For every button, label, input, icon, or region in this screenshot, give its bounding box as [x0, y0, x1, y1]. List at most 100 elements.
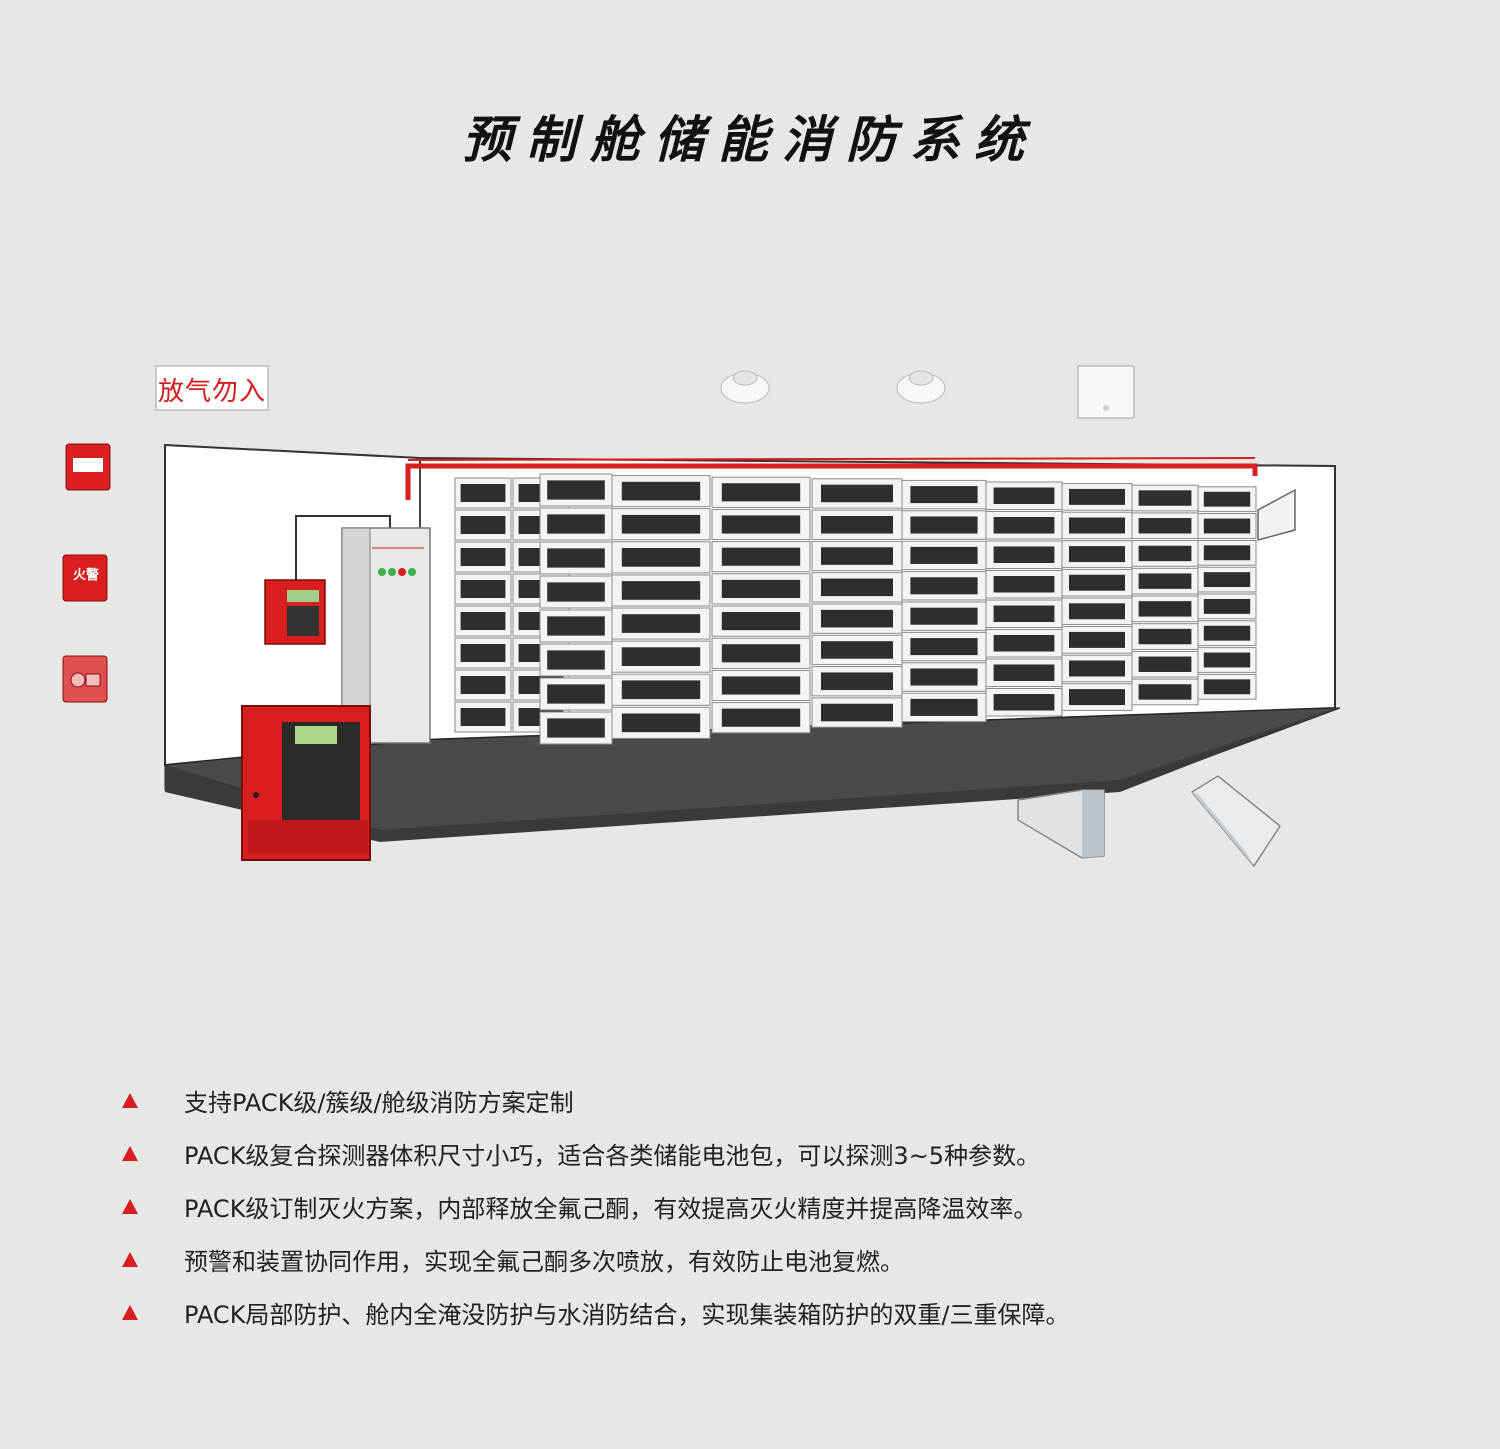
battery-module-face [821, 609, 893, 628]
list-item: PACK局部防护、舱内全淹没防护与水消防结合，实现集装箱防护的双重/三重保障。 [118, 1286, 1418, 1339]
battery-module-face [1069, 689, 1125, 706]
list-item: 预警和装置协同作用，实现全氟己酮多次喷放，有效防止电池复燃。 [118, 1233, 1418, 1286]
battery-module-face [621, 481, 701, 501]
battery-module-face [460, 708, 506, 726]
warning-triangle-icon [122, 1199, 138, 1214]
feature-text: PACK局部防护、舱内全淹没防护与水消防结合，实现集装箱防护的双重/三重保障。 [184, 1301, 1070, 1329]
battery-module-face [1203, 491, 1251, 507]
battery-module-face [460, 548, 506, 566]
battery-module-face [621, 647, 701, 666]
battery-module-face [721, 483, 801, 502]
exhaust-fan-icon [1017, 789, 1105, 859]
battery-module-face [1138, 656, 1192, 672]
battery-module-face [547, 582, 605, 602]
battery-module-face [821, 484, 893, 503]
battery-module-face [547, 650, 605, 670]
battery-module-face [460, 484, 506, 502]
battery-module-face [1203, 652, 1251, 668]
wall-control-panel [264, 579, 326, 645]
battery-module-face [460, 612, 506, 630]
battery-module-face [993, 487, 1055, 504]
battery-module-face [1138, 628, 1192, 645]
battery-module-face [910, 607, 978, 625]
battery-module-face [993, 664, 1055, 681]
no-entry-sign [155, 365, 269, 411]
warning-triangle-icon [122, 1146, 138, 1161]
battery-module-face [1069, 488, 1125, 505]
battery-module-face [1138, 545, 1192, 562]
warning-triangle-icon [122, 1305, 138, 1320]
battery-module-face [621, 581, 701, 600]
no-entry-sign-text: 放气勿入 [157, 376, 266, 407]
battery-module-face [721, 708, 801, 727]
io-module-icon [1077, 365, 1135, 419]
battery-module-face [1203, 518, 1251, 534]
battery-module-face [460, 644, 506, 662]
battery-module-face [993, 546, 1055, 563]
battery-module-face [821, 578, 893, 597]
air-louver-icon [1190, 775, 1281, 868]
battery-module-face [621, 713, 701, 733]
battery-module-face [910, 577, 978, 595]
battery-module-face [910, 638, 978, 656]
battery-module-face [1069, 603, 1125, 620]
battery-module-face [993, 635, 1055, 652]
smoke-detector-icon [896, 370, 946, 404]
battery-module-face [993, 576, 1055, 593]
battery-module-face [1203, 625, 1251, 641]
battery-module-face [547, 514, 605, 534]
battery-module-face [621, 614, 701, 633]
battery-module-face [1069, 517, 1125, 534]
container-floor-front [165, 708, 1335, 842]
battery-module-face [1203, 572, 1251, 588]
right-vent [1257, 488, 1296, 541]
battery-module-face [1069, 546, 1125, 563]
feature-text: PACK级复合探测器体积尺寸小巧，适合各类储能电池包，可以探测3~5种参数。 [184, 1142, 1041, 1170]
battery-module-face [721, 579, 801, 598]
battery-module-face [460, 580, 506, 598]
battery-module-face [1069, 660, 1125, 677]
system-diagram [62, 365, 1341, 868]
battery-module-face [721, 644, 801, 663]
battery-module-face [821, 672, 893, 691]
battery-module-face [821, 641, 893, 659]
fire-alarm-controller [241, 705, 371, 861]
feature-text: 预警和装置协同作用，实现全氟己酮多次喷放，有效防止电池复燃。 [184, 1248, 904, 1276]
battery-module-face [1203, 545, 1251, 561]
battery-module-face [910, 516, 978, 534]
battery-module-face [1069, 574, 1125, 591]
battery-module-face [547, 616, 605, 636]
battery-module-face [460, 676, 506, 694]
battery-module-face [1203, 679, 1251, 695]
battery-module-face [1203, 598, 1251, 614]
battery-module-face [1138, 601, 1192, 617]
battery-module-face [1138, 490, 1192, 506]
battery-module-face [547, 480, 605, 500]
battery-module-face [910, 546, 978, 564]
battery-module-face [1069, 631, 1125, 648]
release-button-icon [62, 655, 108, 703]
feature-text: PACK级订制灭火方案，内部释放全氟己酮，有效提高灭火精度并提高降温效率。 [184, 1195, 1038, 1223]
battery-module-face [621, 548, 701, 567]
feature-list: 支持PACK级/簇级/舱级消防方案定制 PACK级复合探测器体积尺寸小巧，适合各… [118, 1074, 1418, 1339]
smoke-detector-icon [720, 370, 770, 404]
battery-racks [454, 473, 1257, 745]
battery-module-face [1138, 573, 1192, 589]
battery-module-face [1138, 684, 1192, 700]
battery-module-face [721, 515, 801, 534]
warning-triangle-icon [122, 1093, 138, 1108]
battery-module-face [910, 698, 978, 716]
battery-module-face [721, 612, 801, 631]
battery-module-face [993, 517, 1055, 534]
page-title: 预制舱储能消防系统 [462, 110, 1038, 169]
battery-module-face [547, 718, 605, 738]
battery-module-face [547, 548, 605, 568]
battery-module-face [821, 547, 893, 565]
battery-module-face [621, 680, 701, 700]
battery-module-face [993, 694, 1055, 711]
battery-module-face [821, 703, 893, 722]
battery-module-face [460, 516, 506, 534]
list-item: PACK级订制灭火方案，内部释放全氟己酮，有效提高灭火精度并提高降温效率。 [118, 1180, 1418, 1233]
feature-text: 支持PACK级/簇级/舱级消防方案定制 [184, 1089, 574, 1117]
warning-triangle-icon [122, 1252, 138, 1267]
